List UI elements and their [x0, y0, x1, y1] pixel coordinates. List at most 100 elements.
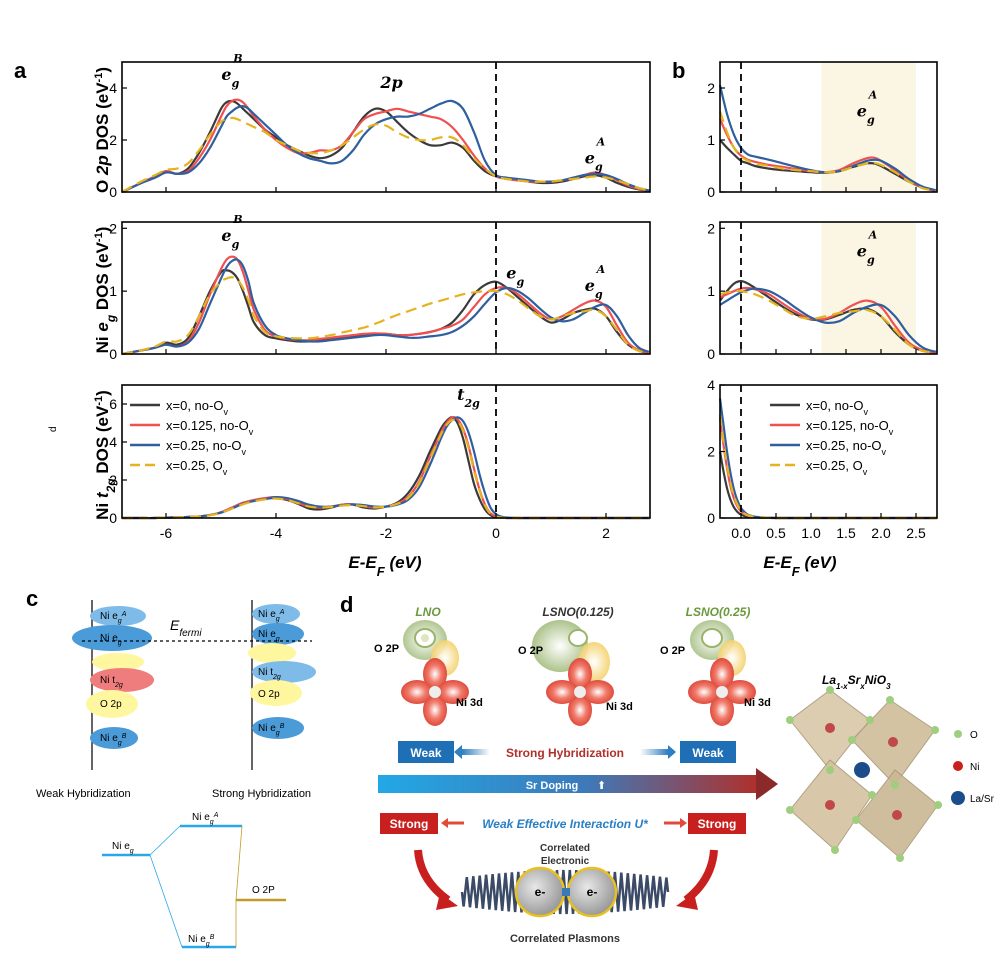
strong-box-left [380, 813, 438, 834]
strong-box-right [688, 813, 746, 834]
legend-entry-2: x=0.25, no-Ov [806, 438, 887, 457]
weak-label-left: Weak [410, 746, 441, 760]
o2p-label-2: O 2P [518, 645, 543, 657]
annotation-0: t2g [457, 385, 480, 410]
level-left-o2p [86, 690, 138, 718]
strong-hybridization-text: Strong Hybridization [506, 746, 624, 760]
annotation-1: 2p [379, 73, 402, 92]
la-sr-atom [854, 762, 870, 778]
o2p-label-3: O 2P [660, 645, 685, 657]
annotation-0: egA [857, 228, 878, 266]
ni3d-label-3: Ni 3d [744, 697, 771, 709]
y-tick-label: 4 [707, 377, 715, 393]
legend-entry-0: x=0, no-Ov [166, 398, 228, 417]
x-tick-label: 2 [602, 525, 610, 541]
ni3d-label-1: Ni 3d [456, 697, 483, 709]
label-left-t2g: Ni t2g [100, 675, 123, 689]
x-tick-label: 1.0 [801, 525, 821, 541]
lsno-0125-label: LSNO(0.125) [542, 605, 613, 619]
weak-u-text: Weak Effective Interaction U* [482, 817, 649, 831]
mo-ni-eg-a-label: Ni egA [192, 812, 219, 826]
panel-d: LNO LSNO(0.125) LSNO(0.25) [374, 605, 995, 945]
series-line-1 [121, 255, 651, 356]
level-right-eg-a [252, 604, 300, 624]
level-right-o2p [250, 680, 302, 706]
panel-label-d: d [340, 592, 353, 617]
chart-b-ni-eg: 0 1 2 egA [707, 220, 938, 362]
ylabel-o2p: O 2p DOS (eV-1) [93, 67, 112, 193]
label-left-eg-a: Ni egA [100, 611, 127, 625]
y-tick-label: 2 [707, 220, 715, 236]
legend-entry-0: x=0, no-Ov [806, 398, 868, 417]
y-tick-label: 2 [707, 80, 715, 96]
correlated-plasmon-spring: e- e- [460, 866, 670, 918]
series-line-2 [121, 258, 651, 356]
label-right-eg-b: Ni egB [258, 723, 285, 737]
orbital-cluster-lsno-0125 [532, 620, 614, 726]
lno-label: LNO [415, 605, 441, 619]
series-line-3 [719, 289, 938, 354]
y-tick-label: 1 [707, 283, 715, 299]
y-tick-label: 1 [109, 283, 117, 299]
plot-frame [719, 61, 938, 193]
sr-doping-label: Sr Doping [526, 780, 579, 792]
y-tick-label: 4 [109, 80, 117, 96]
red-arrow-right [683, 849, 718, 904]
y-tick-label: 6 [109, 396, 117, 412]
ylabel-d-mark: d [48, 426, 59, 432]
plot-frame [719, 221, 938, 355]
annotation-2: egA [585, 263, 606, 301]
legend-ni-marker [953, 761, 963, 771]
panel-c: Ni egA Ni eg Ni t2g O 2p Ni egB Ni egA N… [36, 600, 316, 949]
level-left-yellow1 [92, 653, 144, 671]
orbital-cluster-lsno-025 [688, 620, 756, 726]
x-tick-label: 2.0 [871, 525, 891, 541]
correlated-electronic-line2: Electronic [541, 856, 590, 867]
ni3d-label-2: Ni 3d [606, 701, 633, 713]
y-tick-label: 0 [707, 346, 715, 362]
series-line-3 [121, 276, 651, 356]
legend-entry-2: x=0.25, no-Ov [166, 438, 247, 457]
legend-lasr-marker [951, 791, 965, 805]
correlated-plasmons-label: Correlated Plasmons [510, 933, 620, 945]
x-tick-label: 0.5 [766, 525, 786, 541]
weak-hybridization-label: Weak Hybridization [36, 788, 131, 800]
legend-lasr-label: La/Sr [970, 794, 995, 805]
strong-label-right: Strong [698, 817, 737, 831]
sr-doping-arrow [378, 775, 758, 793]
panel-label-b: b [672, 58, 685, 83]
level-left-eg [72, 625, 152, 651]
x-tick-label: -6 [160, 525, 173, 541]
y-tick-label: 0 [707, 510, 715, 526]
label-left-eg-b: Ni egB [100, 733, 127, 747]
annotation-2: egA [585, 135, 606, 173]
electron-label-right: e- [587, 885, 598, 899]
legend-entry-3: x=0.25, Ov [166, 458, 228, 477]
mo-ni-eg-b-label: Ni egB [188, 934, 215, 948]
annotation-0: egB [221, 212, 242, 250]
crystal-structure [786, 686, 942, 862]
legend-o-marker [954, 730, 962, 738]
level-right-t2g [252, 661, 316, 683]
xlabel-b: E-EF (eV) [763, 553, 836, 579]
y-tick-label: 4 [109, 434, 117, 450]
annotation-0: egA [857, 88, 878, 126]
level-right-eg [252, 623, 304, 645]
y-tick-label: 2 [109, 132, 117, 148]
fermi-label-c: Efermi [170, 617, 202, 639]
mo-ni-eg-label: Ni eg [112, 841, 134, 855]
level-left-eg-a [90, 606, 146, 626]
label-right-o2p: O 2p [258, 689, 280, 700]
legend-ni-label: Ni [970, 762, 979, 773]
o2p-label-1: O 2P [374, 643, 399, 655]
lsno-025-label: LSNO(0.25) [686, 605, 751, 619]
x-tick-label: 0 [492, 525, 500, 541]
x-tick-label: -2 [380, 525, 393, 541]
panel-label-c: c [26, 586, 38, 611]
y-tick-label: 2 [707, 444, 715, 460]
weak-box-right [680, 741, 736, 763]
